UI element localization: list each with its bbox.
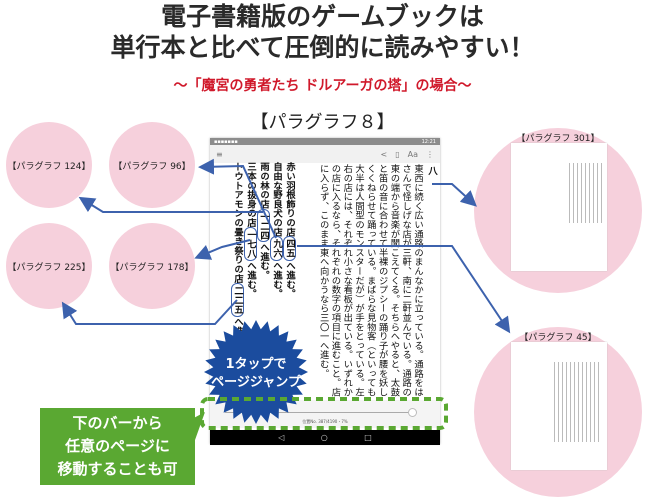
burst-line-2: ページジャンプ xyxy=(211,375,302,390)
choice-178[interactable]: 三本の抜身の店一七八へ進む。 xyxy=(244,162,257,298)
choice-124[interactable]: 雨の林の店一二四へ進む。 xyxy=(257,162,270,280)
choice-45[interactable]: 赤い羽根飾りの店四五へ進む。 xyxy=(283,162,296,298)
android-nav-bar: ◁ ○ □ xyxy=(210,430,440,445)
body-text: 東西に続く広い通路のまんなかに立っている。通路をはさんで怪しげな店が三軒、南に二… xyxy=(317,164,423,397)
reader-toolbar: ≡ < ▯ Aa ⋮ xyxy=(210,145,440,163)
status-bar: ▪▪▪▪▪▪▪ 12:21 xyxy=(210,138,440,145)
arrow-to-178 xyxy=(194,239,251,260)
circle-paragraph-124: 【パラグラフ 124】 xyxy=(6,122,92,208)
current-paragraph-label: 【パラグラフ８】 xyxy=(250,112,395,133)
menu-icon[interactable]: ≡ xyxy=(216,149,223,159)
burst-line-1: 1タップで xyxy=(225,357,286,372)
label-178: 【パラグラフ 178】 xyxy=(110,262,194,273)
jump-link[interactable]: 四五 xyxy=(283,236,296,262)
page-thumbnail-301 xyxy=(511,143,607,271)
choice-shop: トウトアモンの畳き祭りの店 xyxy=(232,162,243,283)
slider-highlight-dashed-box xyxy=(200,397,448,430)
slider-thumb[interactable] xyxy=(408,408,417,417)
circle-paragraph-96: 【パラグラフ 96】 xyxy=(109,122,195,208)
choice-shop: 三本の抜身の店 xyxy=(245,162,256,228)
circle-paragraph-45: 【パラグラフ 45】 xyxy=(474,327,642,497)
label-301: 【パラグラフ 301】 xyxy=(516,134,600,144)
title-line-2: 単行本と比べて圧倒的に読みやすい！ xyxy=(110,33,535,62)
back-icon[interactable]: ◁ xyxy=(278,433,285,442)
share-icon[interactable]: < xyxy=(380,149,388,159)
progress-label: 位置No. 387/4190・7% xyxy=(302,419,348,424)
note-line-3: 移動することも可 xyxy=(57,460,178,478)
label-96: 【パラグラフ 96】 xyxy=(113,161,191,172)
circle-paragraph-178: 【パラグラフ 178】 xyxy=(109,223,195,309)
choice-96[interactable]: 自由な野良犬の店九六へ進む。 xyxy=(270,162,283,298)
jump-link[interactable]: 一二四 xyxy=(257,208,270,243)
choice-suffix: へ進む。 xyxy=(284,261,295,299)
arrow-to-225 xyxy=(61,299,238,325)
status-time: 12:21 xyxy=(421,138,436,145)
choice-shop: 雨の林の店 xyxy=(258,162,269,209)
circle-paragraph-301: 【パラグラフ 301】 xyxy=(474,128,642,293)
slider-track[interactable] xyxy=(225,412,415,413)
notification-icons: ▪▪▪▪▪▪▪ xyxy=(214,138,238,145)
bookmark-icon[interactable]: ▯ xyxy=(395,149,400,159)
circle-paragraph-225: 【パラグラフ 225】 xyxy=(6,223,92,309)
jump-link[interactable]: 一七八 xyxy=(244,227,257,262)
starburst-badge xyxy=(204,320,308,424)
subtitle: ～「魔宮の勇者たち ドルアーガの塔」の場合～ xyxy=(173,78,472,94)
page-thumbnail-45 xyxy=(511,342,607,470)
arrow-to-124 xyxy=(78,196,263,213)
label-225: 【パラグラフ 225】 xyxy=(7,262,91,273)
arrow-to-45 xyxy=(297,245,511,334)
chapter-number: 八 xyxy=(426,166,437,176)
recents-icon[interactable]: □ xyxy=(364,433,372,442)
font-settings-button[interactable]: Aa xyxy=(407,149,418,159)
arrow-to-96 xyxy=(198,158,277,239)
choice-shop: 自由な野良犬の店 xyxy=(271,162,282,237)
choice-suffix: へ進む。 xyxy=(258,242,269,280)
label-45: 【パラグラフ 45】 xyxy=(519,333,597,343)
home-icon[interactable]: ○ xyxy=(320,433,328,442)
note-line-2: 任意のページに xyxy=(65,437,170,455)
choice-suffix: へ進む。 xyxy=(245,261,256,299)
more-icon[interactable]: ⋮ xyxy=(426,149,434,159)
jump-link[interactable]: 九六 xyxy=(270,236,283,262)
choice-shop: 赤い羽根飾りの店 xyxy=(284,162,295,237)
label-124: 【パラグラフ 124】 xyxy=(7,161,91,172)
title-line-1: 電子書籍版のゲームブックは xyxy=(161,2,484,31)
slider-note-callout: 下のバーから 任意のページに 移動することも可 xyxy=(40,408,195,485)
arrow-to-301 xyxy=(432,183,477,207)
jump-link[interactable]: 二二五 xyxy=(231,282,244,317)
note-line-1: 下のバーから xyxy=(72,414,163,432)
choice-suffix: へ進む。 xyxy=(271,261,282,299)
